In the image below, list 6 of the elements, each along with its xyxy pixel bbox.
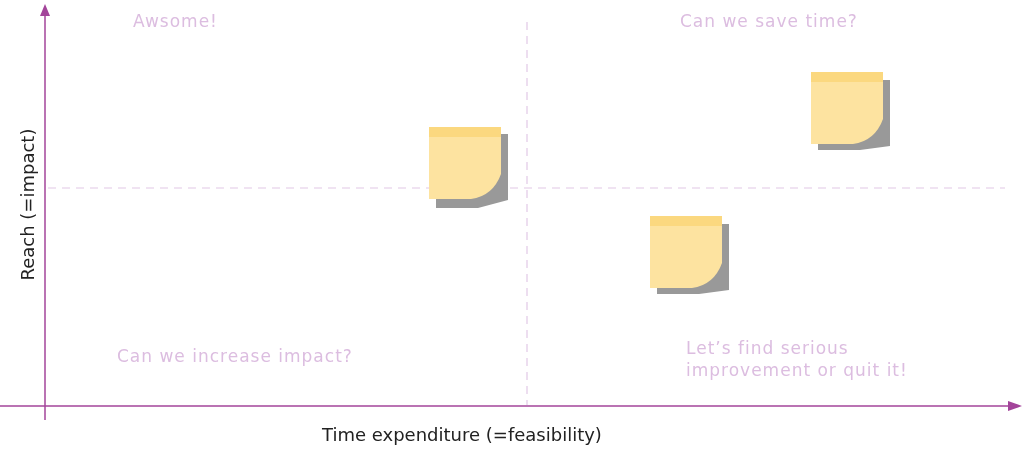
axis-title: Reach (=impact) xyxy=(16,130,38,281)
quadrant-label: Awsome! xyxy=(133,10,218,32)
axis-title: Time expenditure (=feasibility) xyxy=(322,424,602,445)
quadrant-label: Can we increase impact? xyxy=(117,345,353,367)
quadrant-label: Can we save time? xyxy=(680,10,858,32)
quadrant-label: Let’s find serious improvement or quit it! xyxy=(686,337,909,381)
